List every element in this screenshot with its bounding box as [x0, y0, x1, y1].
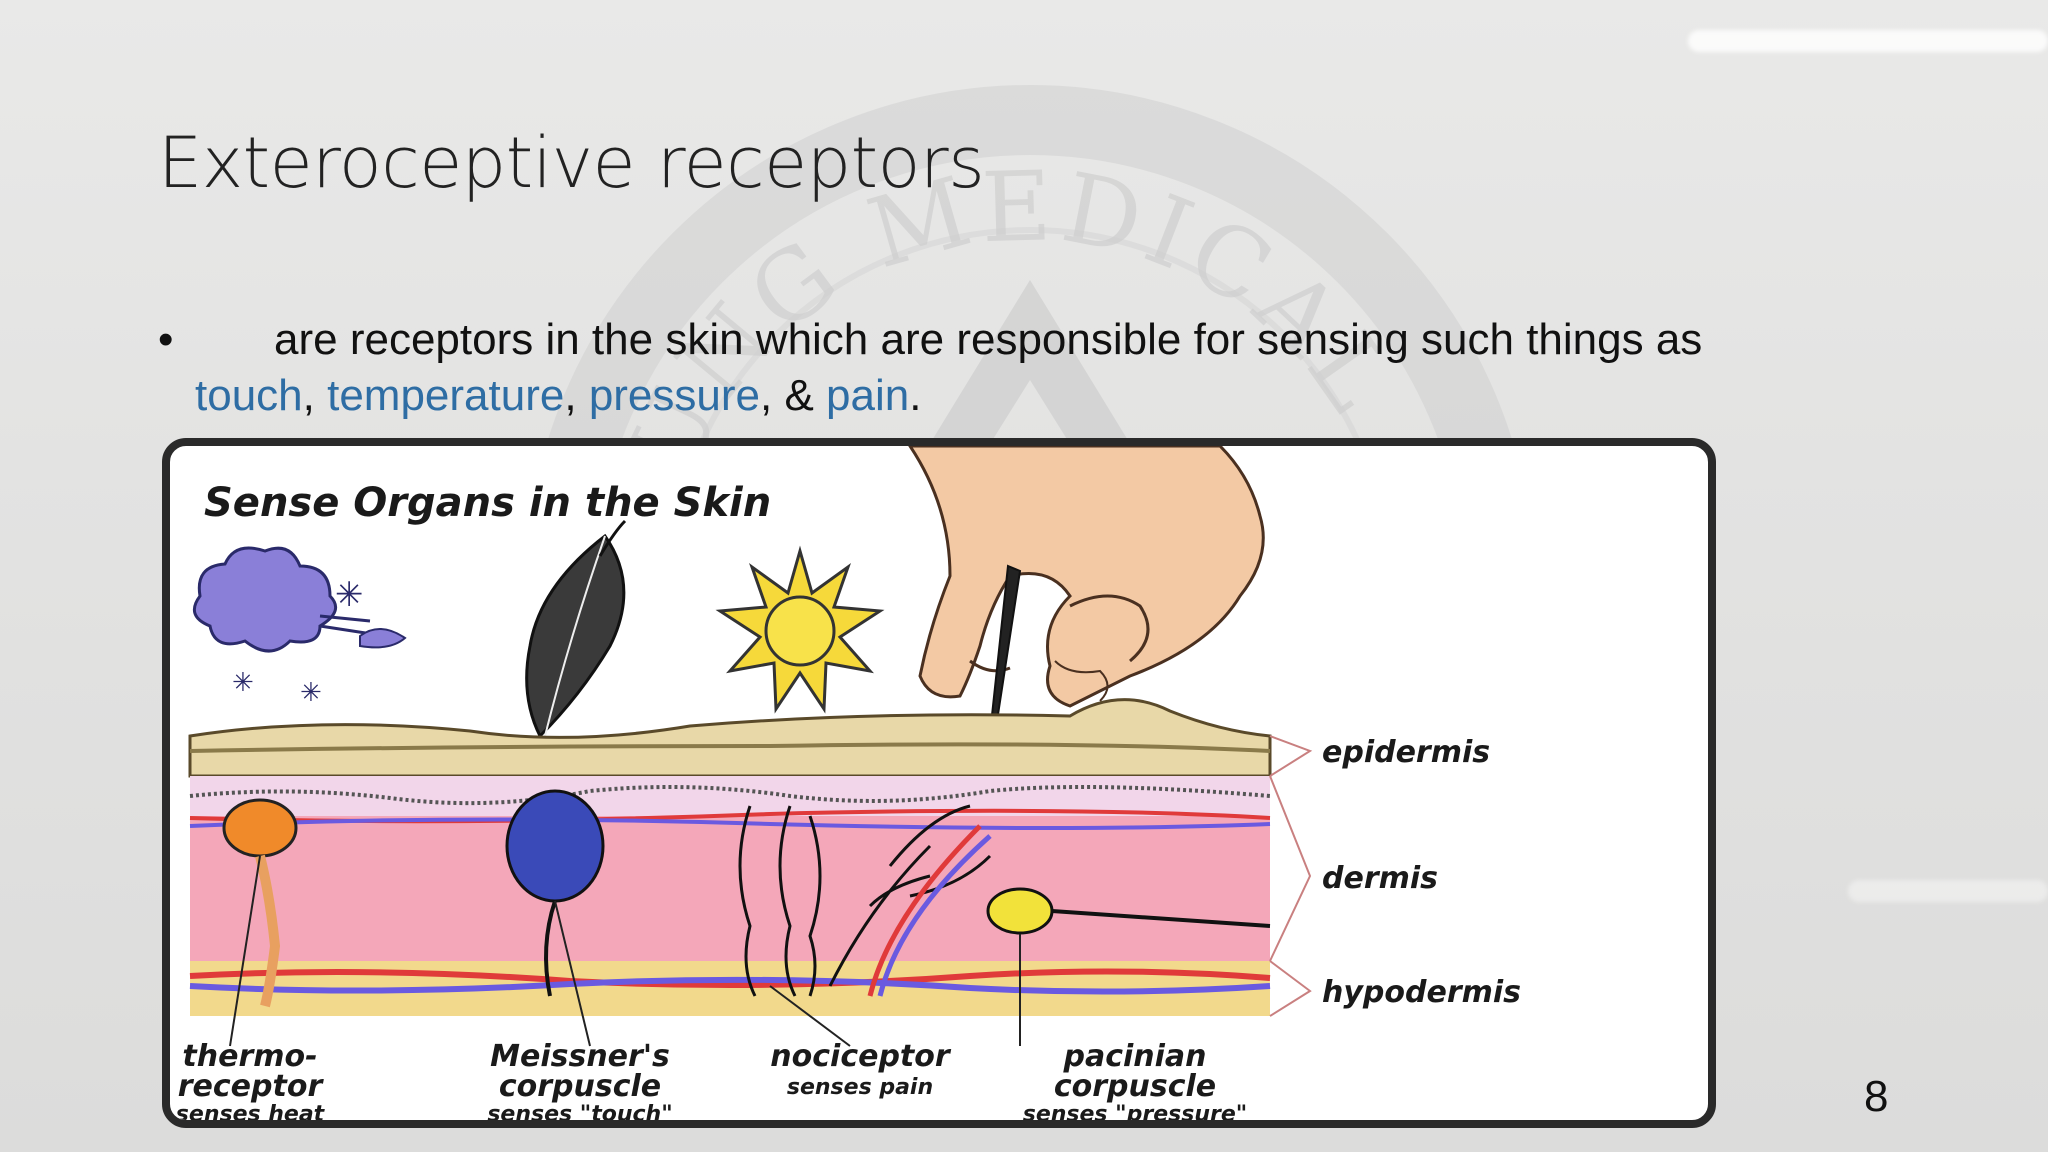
light-streak [1688, 30, 2048, 52]
bullet-marker: • [158, 315, 174, 364]
slide-title: Exteroceptive receptors [158, 122, 985, 204]
receptor-label-thermoreceptor: thermo- receptor senses heat [176, 1039, 326, 1120]
receptor-name: pacinian [1062, 1039, 1206, 1074]
bullet-point: • are receptors in the skin which are re… [158, 312, 1798, 424]
separator: , & [760, 371, 814, 420]
receptor-desc: senses "touch" [487, 1102, 672, 1120]
receptor-name: corpuscle [1054, 1069, 1216, 1104]
keyword-temperature: temperature [327, 371, 565, 420]
bullet-text: are receptors in the skin which are resp… [195, 312, 1798, 424]
receptor-name: receptor [178, 1069, 325, 1104]
label-dermis: dermis [1322, 861, 1438, 896]
keyword-pressure: pressure [588, 371, 760, 420]
label-epidermis: epidermis [1322, 735, 1490, 770]
layer-brackets [1269, 735, 1313, 1017]
page-number: 8 [1864, 1072, 1889, 1121]
receptor-desc: senses heat [176, 1102, 326, 1120]
leader-lines [229, 855, 1021, 1047]
skin-diagram-figure: Sense Organs in the Skin ✳ ✳ ✳ [162, 438, 1716, 1128]
hand-icon [908, 446, 1265, 708]
receptor-label-nociceptor: nociceptor senses pain [770, 1039, 952, 1100]
keyword-touch: touch [195, 371, 303, 420]
figure-title: Sense Organs in the Skin [204, 480, 771, 526]
pacinian-corpuscle-illustration [986, 887, 1271, 935]
cold-icon: ✳ ✳ ✳ [192, 546, 407, 707]
receptor-name: corpuscle [499, 1069, 661, 1104]
receptor-name: Meissner's [490, 1039, 670, 1074]
sun-icon [715, 545, 885, 714]
skin-diagram: Sense Organs in the Skin ✳ ✳ ✳ [176, 446, 1521, 1120]
meissner-corpuscle-illustration [505, 789, 605, 997]
svg-text:✳: ✳ [300, 677, 322, 707]
end-period: . [909, 371, 922, 420]
nociceptor-illustration [738, 804, 992, 997]
label-hypodermis: hypodermis [1322, 975, 1521, 1010]
receptor-desc: senses pain [787, 1075, 933, 1100]
keyword-pain: pain [826, 371, 910, 420]
feather-icon [525, 519, 627, 739]
separator: , [302, 371, 315, 420]
skin-cross-section [188, 698, 1272, 1016]
separator: , [564, 371, 577, 420]
bullet-intro: are receptors in the skin which are resp… [274, 315, 1703, 364]
receptor-desc: senses "pressure" [1023, 1102, 1248, 1120]
receptor-name: nociceptor [770, 1039, 952, 1074]
light-streak [1848, 880, 2048, 902]
receptor-label-pacinian: pacinian corpuscle senses "pressure" [1023, 1039, 1248, 1120]
svg-text:✳: ✳ [335, 576, 364, 614]
receptor-name: thermo- [182, 1039, 317, 1074]
svg-text:✳: ✳ [232, 667, 254, 697]
receptor-label-meissner: Meissner's corpuscle senses "touch" [487, 1039, 672, 1120]
